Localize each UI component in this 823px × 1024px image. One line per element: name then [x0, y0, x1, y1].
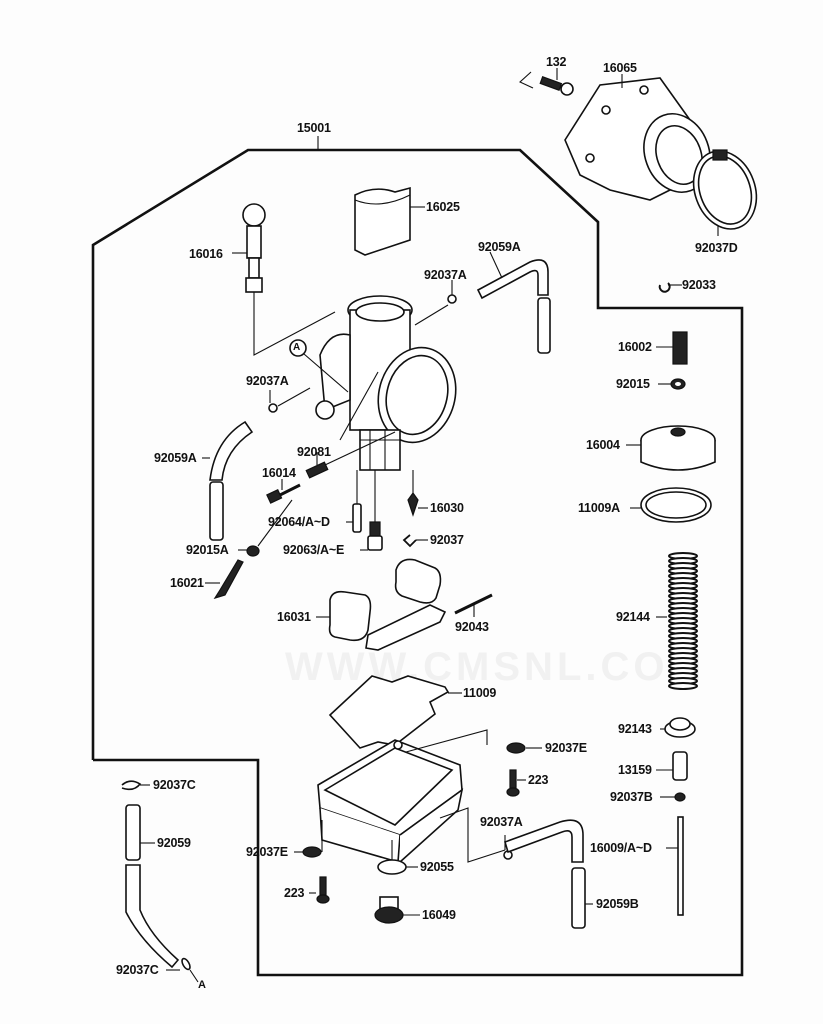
label-16021: 16021 [170, 576, 204, 590]
label-92043: 92043 [455, 620, 489, 634]
label-16065: 16065 [603, 61, 637, 75]
clip-92037A-top-part [414, 280, 457, 326]
bracket-92037E-left-part [294, 820, 323, 858]
label-92037A-top: 92037A [424, 268, 467, 282]
reference-marker-A-label: A [293, 342, 301, 353]
drain-plug-16049-part [374, 896, 420, 924]
label-92143: 92143 [618, 722, 652, 736]
gasket-11009-part [328, 675, 450, 749]
label-92059A-top: 92059A [478, 240, 521, 254]
cap-16004-part [626, 425, 716, 471]
label-92059B: 92059B [596, 897, 639, 911]
washer-92015A-part [246, 545, 260, 557]
label-16014: 16014 [262, 466, 296, 480]
label-92064: 92064/A~D [268, 515, 330, 529]
clip-92037-part [402, 534, 428, 548]
label-132: 132 [546, 55, 567, 69]
jet-92064-part [346, 470, 362, 533]
bracket-92037E-right-part [506, 742, 542, 754]
spring-coil [668, 682, 698, 690]
label-92037D: 92037D [695, 241, 738, 255]
jet-16030-part [407, 470, 428, 517]
hose-92059-part [125, 804, 155, 861]
label-92033: 92033 [682, 278, 716, 292]
clamp-92037D-part [692, 149, 758, 236]
hose-16009-part [504, 819, 584, 863]
label-223-right: 223 [528, 773, 549, 787]
clip-92037C-bottom-part [166, 957, 199, 983]
label-92037C-top: 92037C [153, 778, 196, 792]
hose-92059A-top-part [476, 251, 551, 354]
label-92063: 92063/A~E [283, 543, 345, 557]
label-92037: 92037 [430, 533, 464, 547]
label-92037A-left: 92037A [246, 374, 289, 388]
assembly-frame [91, 148, 744, 977]
screw-16002-part [656, 331, 688, 365]
reference-marker-A-bottom-label: A [198, 979, 206, 991]
seal-92143-part [660, 717, 696, 738]
pin-92043-part [454, 593, 493, 617]
label-16016: 16016 [189, 247, 223, 261]
label-13159: 13159 [618, 763, 652, 777]
needle-16009-part [666, 816, 684, 916]
label-92144: 92144 [616, 610, 650, 624]
fitting-13159-part [656, 751, 688, 781]
label-11009: 11009 [463, 686, 497, 700]
label-16009: 16009/A~D [590, 841, 652, 855]
label-92037E-right: 92037E [545, 741, 587, 755]
label-16004: 16004 [586, 438, 620, 452]
label-16031: 16031 [277, 610, 311, 624]
reference-marker-A [289, 339, 307, 357]
float-16031-part [316, 558, 447, 651]
starter-plunger-16016-part [232, 203, 336, 356]
label-11009A: 11009A [578, 501, 620, 515]
screw-223-right-part [506, 769, 526, 797]
hose-92059A-left-part [202, 420, 254, 541]
bolt-132-part [519, 68, 574, 96]
throttle-valve-16025-part [354, 186, 425, 256]
label-92081: 92081 [297, 445, 331, 459]
label-92037B: 92037B [610, 790, 653, 804]
label-16025: 16025 [426, 200, 460, 214]
clip-92033-part [658, 282, 671, 293]
label-92059A-left: 92059A [154, 451, 197, 465]
o-ring-11009A-part [630, 487, 712, 523]
screw-16014-part [266, 479, 301, 504]
label-16049: 16049 [422, 908, 456, 922]
o-ring-92055-part [377, 840, 418, 875]
label-15001: 15001 [297, 121, 331, 135]
label-223-left: 223 [284, 886, 305, 900]
carburetor-body-part [315, 295, 457, 471]
watermark: WWW.CMSNL.COM [285, 645, 706, 689]
label-92037A-bottom: 92037A [480, 815, 523, 829]
spring-92081-part [305, 461, 329, 479]
float-bowl-part [317, 729, 506, 864]
label-92059: 92059 [157, 836, 191, 850]
clip-92037A-left-part [268, 387, 311, 413]
label-92037E-left: 92037E [246, 845, 288, 859]
washer-92015-part [658, 378, 686, 390]
label-92015: 92015 [616, 377, 650, 391]
arrow-mark [519, 71, 534, 89]
label-92037C-bottom: 92037C [116, 963, 159, 977]
hose-92059B-part [571, 867, 593, 929]
jet-92063-part [360, 470, 383, 551]
clip-92037C-top-part [121, 780, 150, 791]
label-16002: 16002 [618, 340, 652, 354]
hose-bent-part [125, 864, 180, 969]
intake-manifold-16065-part [564, 74, 711, 201]
label-16030: 16030 [430, 501, 464, 515]
clip-92037B-part [660, 792, 686, 802]
label-92055: 92055 [420, 860, 454, 874]
screw-16021-part [205, 559, 244, 600]
screw-223-left-part [309, 876, 330, 904]
spring-92144-part [668, 552, 698, 690]
label-92015A: 92015A [186, 543, 229, 557]
